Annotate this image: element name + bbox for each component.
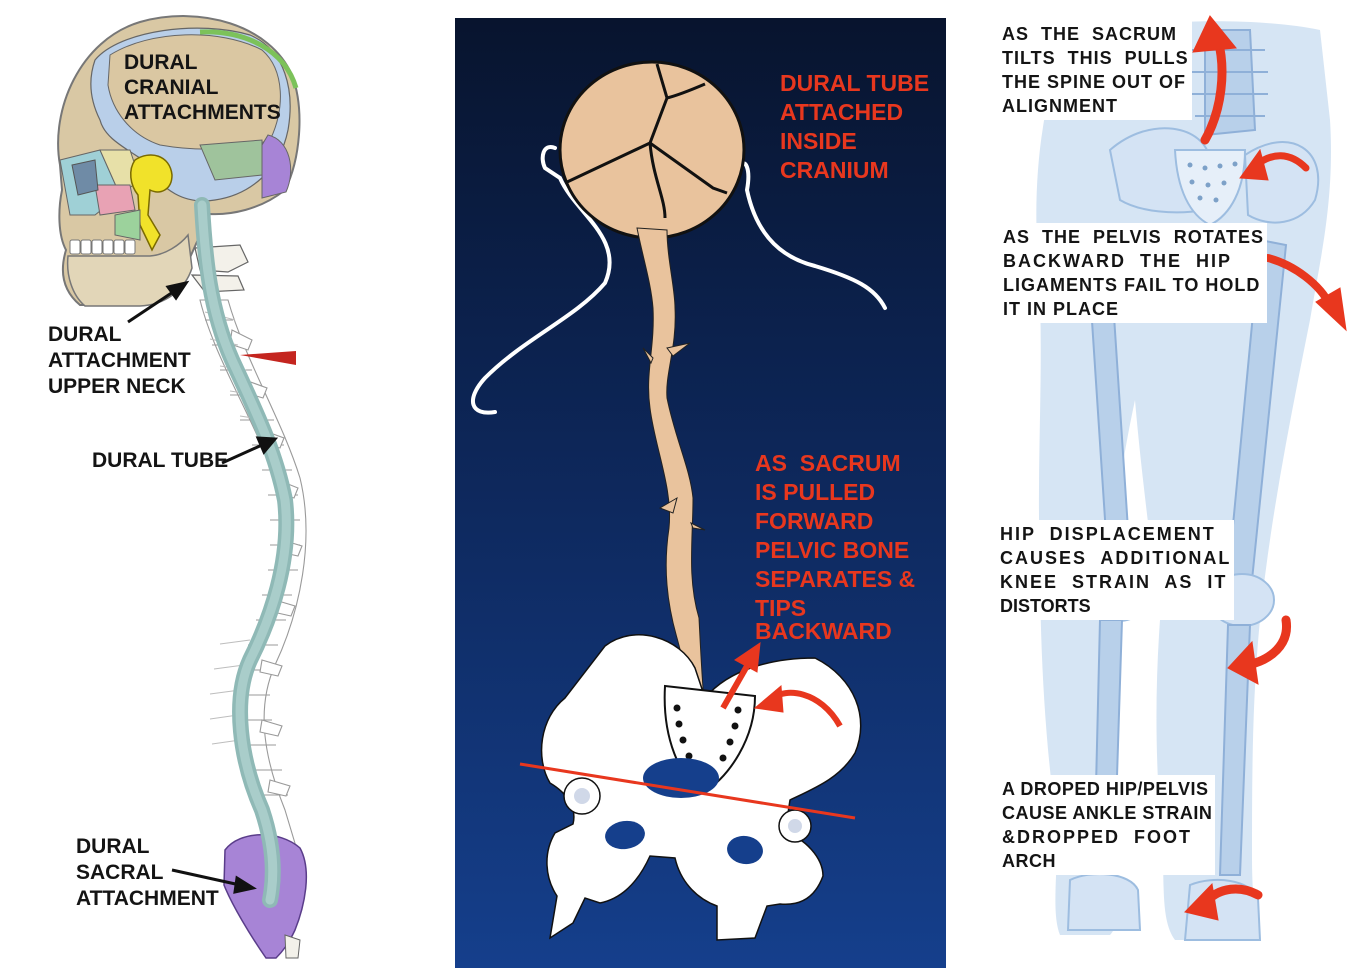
label-line: ATTACHMENT [48, 349, 191, 372]
left-tibia [1218, 624, 1252, 876]
right-nerve-line [738, 161, 887, 310]
zygomatic-yellow [130, 154, 173, 252]
label-line: HIP DISPLACEMENT [1000, 524, 1216, 544]
label-line: SACRAL [76, 861, 164, 884]
nerve-spur-lower [658, 496, 706, 531]
label-line: ATTACHED [780, 99, 904, 125]
right-obturator-foramen [727, 835, 763, 865]
pelvic-tilt-line [519, 762, 856, 820]
label-line: DURAL [124, 51, 198, 74]
label-line: DURAL [48, 323, 122, 346]
green-small [114, 209, 141, 241]
mid-red-arrows [720, 641, 843, 728]
hip-displacement-label: HIP DISPLACEMENT CAUSES ADDITIONAL KNEE … [998, 520, 1235, 620]
label-line: BACKWARD THE HIP [1003, 251, 1232, 271]
label-line: DURAL TUBE [92, 449, 229, 472]
label-line: INSIDE [780, 128, 857, 154]
label-line: CAUSE ANKLE STRAIN [1002, 803, 1213, 823]
label-line: FORWARD [755, 508, 874, 534]
label-line: DURAL TUBE [780, 70, 930, 96]
label-line: AS THE PELVIS ROTATES [1003, 227, 1265, 247]
coccyx [284, 934, 301, 959]
sacrum-tilt-label: AS THE SACRUM TILTS THIS PULLS THE SPINE… [1000, 20, 1192, 120]
label-line: SEPARATES & [755, 566, 916, 592]
dural-sacral-attachment-label: DURAL SACRAL ATTACHMENT [76, 836, 219, 909]
label-line: LIGAMENTS FAIL TO HOLD [1003, 275, 1261, 295]
label-line: ARCH [1002, 851, 1056, 871]
sacral-foramina [673, 704, 742, 762]
dural-cranial-attachments-label: DURAL CRANIAL ATTACHMENTS [124, 52, 281, 123]
label-line: ALIGNMENT [1002, 96, 1118, 116]
label-line: AS THE SACRUM [1002, 24, 1178, 44]
label-line: CRANIAL [124, 76, 219, 99]
left-nerve-line [471, 145, 612, 415]
label-line: &DROPPED FOOT [1002, 827, 1193, 847]
label-line: ATTACHMENT [76, 887, 219, 910]
label-line: A DROPED HIP/PELVIS [1002, 779, 1209, 799]
dural-tube-pelvis-drawing [455, 18, 946, 968]
label-line: AS SACRUM [755, 450, 901, 476]
label-line: CRANIUM [780, 157, 889, 183]
label-line: PELVIC BONE [755, 537, 910, 563]
lower-body-skeleton-illustration: AS THE SACRUM TILTS THIS PULLS THE SPINE… [990, 0, 1356, 972]
dural-tube-highlight [197, 200, 291, 905]
label-line: UPPER NECK [48, 375, 186, 398]
label-line: TILTS THIS PULLS [1002, 48, 1189, 68]
right-femoral-head-inner [788, 819, 802, 833]
label-line: DISTORTS [1000, 596, 1091, 616]
label-line: DURAL [76, 835, 150, 858]
dural-tube-attached-label: DURAL TUBE ATTACHED INSIDE CRANIUM [780, 72, 929, 182]
left-arrows [127, 280, 279, 894]
sacral-dots [1187, 161, 1238, 203]
cranium-sutures [564, 63, 728, 219]
dural-attachment-upper-neck-label: DURAL ATTACHMENT UPPER NECK [48, 324, 191, 397]
right-red-arrows [1184, 15, 1347, 921]
nerve-spur-upper [642, 342, 691, 365]
left-obturator-foramen [605, 820, 645, 850]
skull-spine-drawing [57, 15, 308, 959]
label-line: THE SPINE OUT OF [1002, 72, 1187, 92]
right-foot [1066, 873, 1142, 931]
teeth [69, 239, 136, 255]
face-dark [71, 159, 99, 196]
label-line: IT IN PLACE [1003, 299, 1120, 319]
pelvis-rotates-label: AS THE PELVIS ROTATES BACKWARD THE HIP L… [1001, 223, 1268, 323]
dropped-hip-label: A DROPED HIP/PELVIS CAUSE ANKLE STRAIN &… [1000, 775, 1216, 875]
label-line: CAUSES ADDITIONAL [1000, 548, 1232, 568]
label-line: KNEE STRAIN AS IT [1000, 572, 1228, 592]
label-line: ATTACHMENTS [124, 101, 281, 124]
label-line: IS PULLED [755, 479, 876, 505]
left-femoral-head-inner [574, 788, 590, 804]
sacrum-pulled-label: AS SACRUM IS PULLED FORWARD PELVIC BONE … [755, 452, 946, 643]
label-line: TIPS BACKWARD [755, 595, 892, 644]
green-arc [199, 29, 299, 89]
face-pink [94, 184, 136, 216]
skull-spine-illustration: DURAL CRANIAL ATTACHMENTS DURAL ATTACHME… [0, 0, 440, 972]
purple-segment [261, 134, 292, 199]
red-wedge-marker [240, 351, 296, 365]
dural-tube-label: DURAL TUBE [92, 450, 228, 471]
pelvic-inlet [643, 758, 719, 798]
dural-tube-pelvis-illustration: DURAL TUBE ATTACHED INSIDE CRANIUM AS SA… [455, 18, 946, 968]
